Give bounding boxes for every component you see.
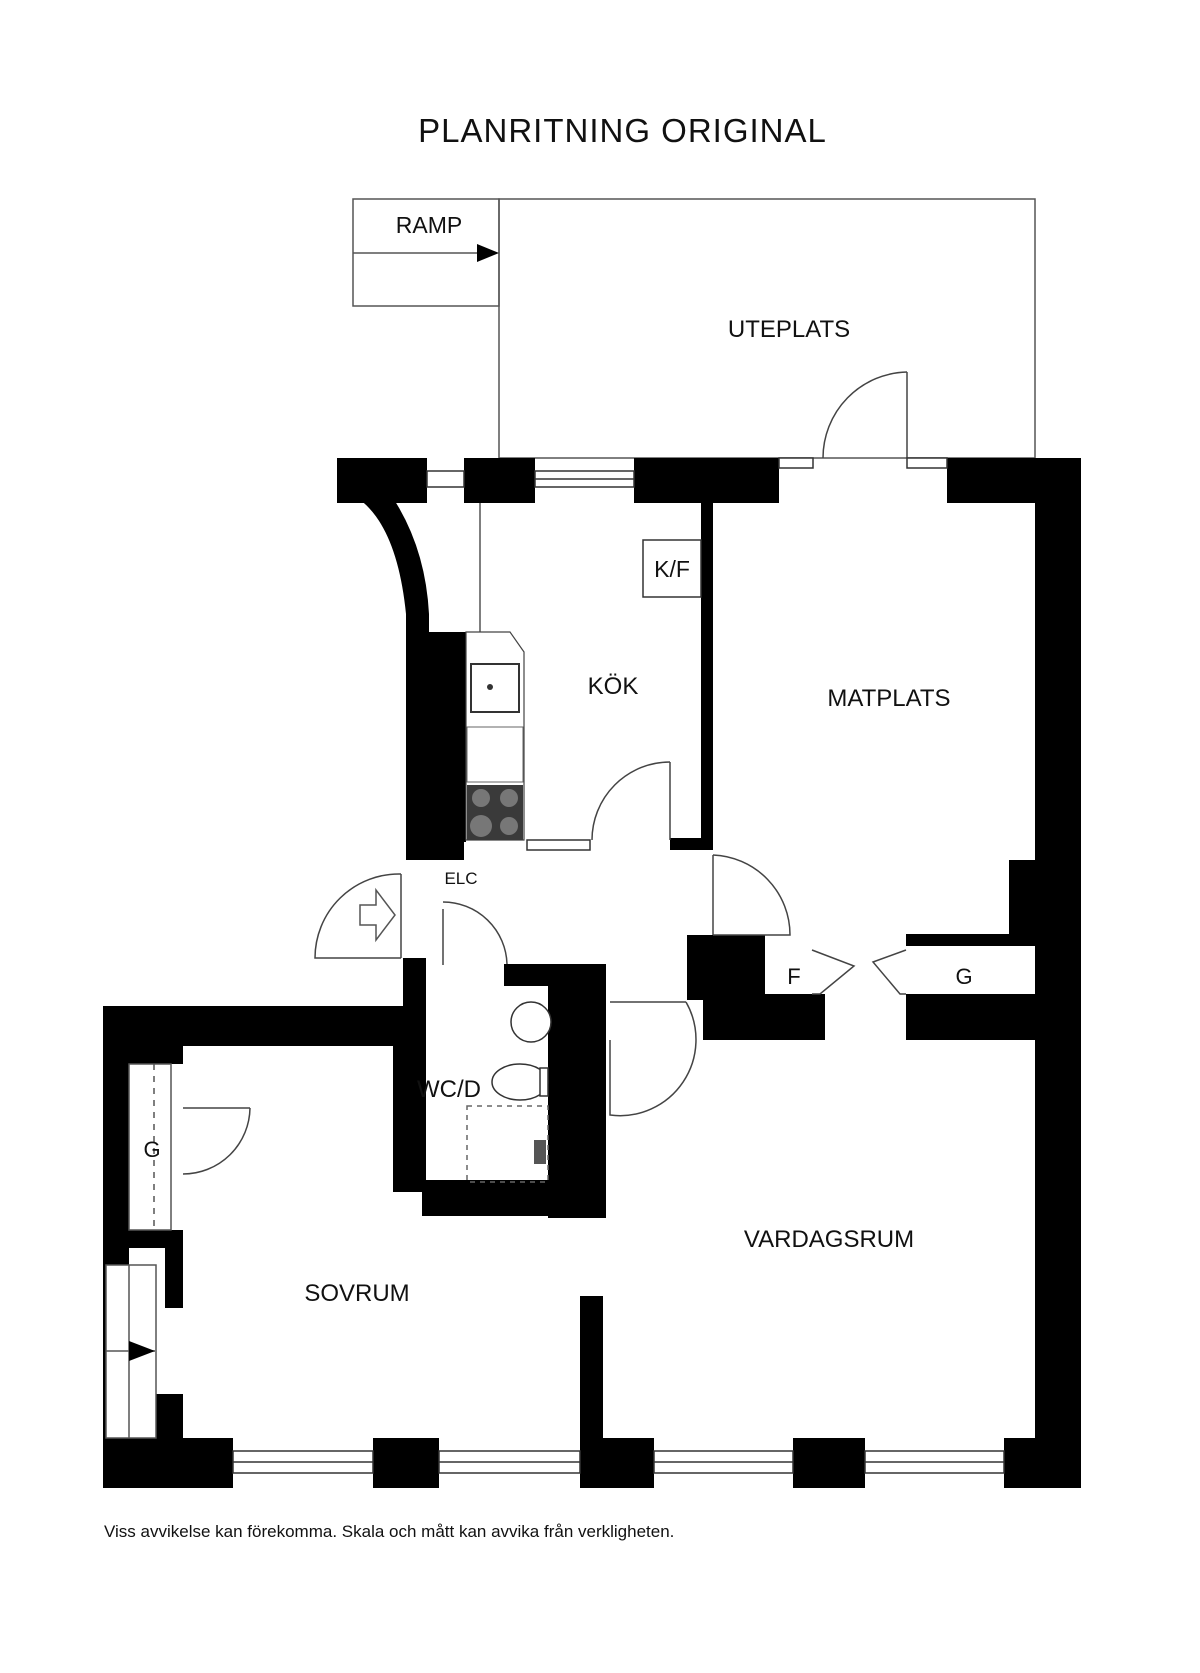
washbasin-icon (510, 1001, 552, 1043)
kf-label: K/F (654, 556, 690, 582)
bathroom-fixtures (466, 1001, 552, 1183)
kitchen-fittings (465, 503, 702, 841)
shower-icon (534, 1140, 546, 1164)
g-right-label: G (955, 964, 972, 989)
disclaimer-text: Viss avvikelse kan förekomma. Skala och … (104, 1522, 675, 1541)
matplats-label: MATPLATS (827, 685, 950, 712)
doors[interactable] (182, 761, 907, 1175)
shower-area (466, 1105, 549, 1183)
entry-arrow-icon (129, 1341, 155, 1361)
kf-box (642, 539, 702, 598)
f-label: F (787, 964, 800, 989)
dishwasher-icon (466, 726, 524, 783)
walls (103, 458, 1081, 1488)
entrance-arrow-icon (359, 887, 396, 943)
kok-label: KÖK (588, 673, 639, 700)
windows (232, 457, 1005, 1474)
sovrum-label: SOVRUM (304, 1280, 409, 1307)
sink-icon (470, 663, 520, 713)
uteplats-label: UTEPLATS (728, 316, 850, 343)
elc-label: ELC (444, 869, 477, 888)
g-left-label: G (143, 1137, 160, 1162)
plan-title: PLANRITNING ORIGINAL (418, 112, 827, 149)
ramp-label: RAMP (396, 212, 462, 238)
ramp-arrow-icon (477, 244, 499, 262)
patio-door[interactable] (822, 371, 908, 459)
wcd-label: WC/D (417, 1076, 481, 1103)
vardagsrum-label: VARDAGSRUM (744, 1226, 914, 1253)
